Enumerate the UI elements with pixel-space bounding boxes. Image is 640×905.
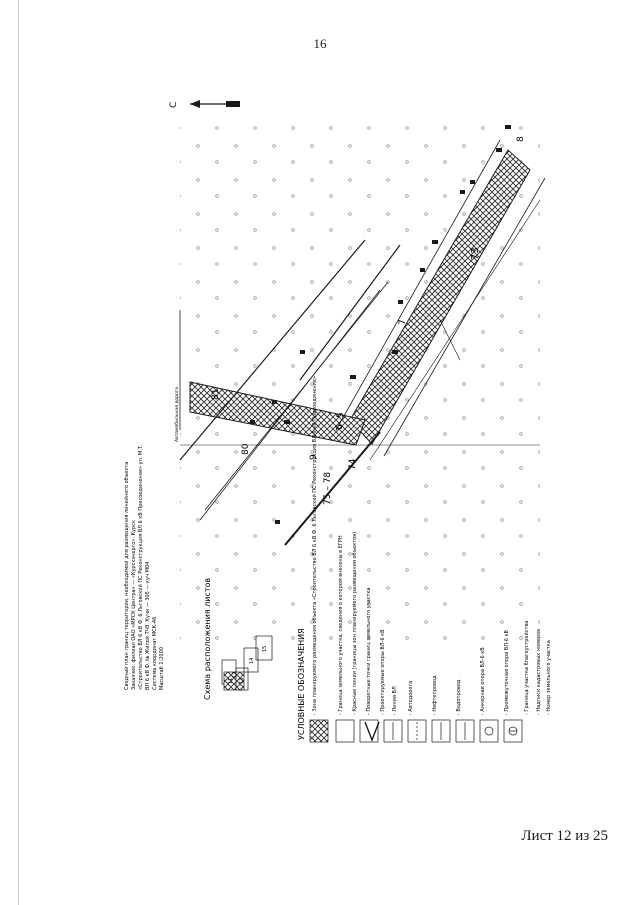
header-line-5: Система координат МСК-46 [152, 617, 158, 690]
point-label-74: 74 [348, 458, 358, 470]
legend-item-12: - Граница участка благоустройства [523, 621, 530, 715]
legend-item-1: - Зона планируемого размещения объекта «… [311, 376, 318, 715]
header-line-3: «Строительство ВЛ 6 кВ Ф. 6 Льговский ПС… [137, 444, 144, 690]
legend-item-4: - Поворотные точки границ земельного уча… [366, 588, 372, 715]
legend-item-3: - Красные линии (границы зон планируемог… [352, 532, 358, 715]
page-number: 16 [313, 36, 327, 51]
legend-item-9: - Водопровод [456, 679, 462, 715]
sheet-15: 15 [262, 646, 268, 652]
header-line-6: Масштаб 1:2000 [159, 647, 165, 690]
header-block: Сводный план границ территории, необходи… [123, 444, 165, 690]
sheet-scheme-title: Схема расположения листов [203, 578, 212, 700]
header-line-4: ВЛ 6 кВ Ф. № Жилой ТЧ8. Кучи — 305 — куч… [144, 562, 151, 690]
sheet-counter: Лист 12 из 25 [521, 828, 608, 844]
sheet-13: 13 [239, 678, 245, 684]
point-label-6: 6 [335, 424, 345, 430]
point-label-8: 8 [516, 136, 526, 142]
legend-item-5: - Проектируемые опоры ВЛ-6 кВ [380, 629, 386, 715]
legend-item-8: - Нефтепровод [432, 675, 438, 715]
header-line-2: Заказчик: филиал ОАО «МРСК Центра» — «Ку… [131, 520, 137, 690]
legend-item-7: - Автодорога [408, 681, 414, 715]
north-letter: С [169, 102, 179, 108]
point-label-73: 73 [470, 247, 481, 260]
road-label: Автомобильная дорога [174, 387, 180, 442]
legend-item-13: - Надписи кадастровых номеров [536, 629, 542, 715]
point-label-80: 80 [241, 443, 251, 455]
legend-title: УСЛОВНЫЕ ОБОЗНАЧЕНИЯ [297, 628, 306, 740]
point-label-5: 5 [336, 412, 346, 418]
legend-item-2: - Граница земельного участка, сведения о… [338, 535, 344, 715]
page-left-margin-rule [18, 0, 19, 905]
legend-item-14: - Номер земельного участка [546, 640, 552, 715]
legend-item-10: - Анкерная опора ВЛ-6 кВ [480, 647, 486, 715]
sheet-14: 14 [249, 658, 255, 664]
north-arrow: С [169, 100, 240, 108]
corridor-main [349, 149, 531, 445]
point-label-75-78: 75 – 78 [323, 472, 333, 505]
sheet-11: 11 [228, 678, 234, 684]
legend: УСЛОВНЫЕ ОБОЗНАЧЕНИЯ - Зона планируемого… [297, 376, 552, 743]
header-line-1: Сводный план границ территории, необходи… [123, 462, 130, 690]
point-label-9: 9 [309, 454, 319, 460]
legend-symbols [309, 719, 523, 743]
sheet-12: 12 [232, 672, 238, 678]
legend-item-6: - Линия ВЛ [392, 686, 398, 715]
point-label-7: 7 [398, 319, 408, 325]
map-area: Автомобильная дорога 73 74 75 – 78 80 81… [174, 120, 546, 650]
point-label-81: 81 [211, 389, 221, 400]
sheet-scheme: Схема расположения листов 11 12 13 14 15 [203, 578, 273, 700]
legend-item-11: - Промежуточная опора ВЛ-6 кВ [504, 629, 510, 715]
